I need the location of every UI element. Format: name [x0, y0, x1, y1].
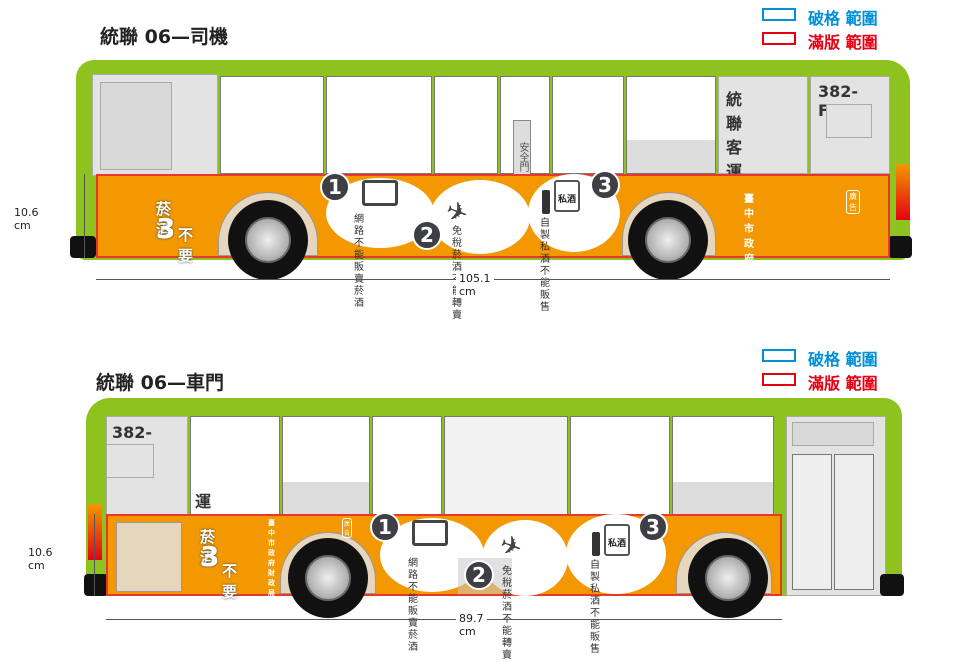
tail-light — [896, 164, 910, 220]
slogan-number: 3 — [200, 540, 220, 573]
window — [326, 76, 432, 174]
window — [552, 76, 624, 174]
item-number: 2 — [412, 220, 442, 250]
bumper — [70, 236, 96, 258]
item-number: 1 — [370, 512, 400, 542]
safe-area-label: 破格 範圍 — [808, 9, 878, 28]
bottle-icon — [592, 532, 600, 556]
bleed-area-swatch — [762, 32, 796, 45]
bottle-icon — [542, 190, 550, 214]
width-dimension: 105.1 cm — [456, 272, 494, 298]
window-lower — [673, 482, 773, 514]
tail-light — [88, 504, 102, 560]
item-number: 2 — [464, 560, 494, 590]
slogan-bottom: 不要 — [222, 562, 238, 601]
operator-panel — [718, 76, 808, 174]
monitor-icon — [362, 180, 398, 206]
item-caption: 自製私酒不能販售 — [540, 218, 550, 313]
front-window — [792, 422, 874, 446]
item-caption: 自製私酒不能販售 — [590, 560, 600, 655]
jug-icon: 私酒 — [604, 524, 630, 556]
ad-tag: 廣告 — [342, 518, 353, 538]
height-dimension: 10.6 cm — [14, 206, 39, 232]
bumper — [84, 574, 108, 596]
item-caption: 免稅菸酒不能轉賣 — [502, 566, 512, 661]
sign-box — [826, 104, 872, 138]
front-window — [100, 82, 172, 170]
slogan-number: 3 — [156, 212, 176, 245]
sponsor-logo: 臺中市政府財政局 — [744, 194, 754, 310]
bumper — [888, 236, 912, 258]
width-dimension-line — [106, 619, 782, 620]
sponsor-logo: 臺中市政府財政局 — [268, 519, 275, 597]
wheel — [688, 538, 768, 618]
slogan-top: 菸酒 — [156, 200, 172, 239]
height-dimension-line — [84, 174, 85, 258]
bleed-area-swatch — [762, 373, 796, 386]
bus-title: 統聯 06—車門 — [96, 372, 225, 394]
ad-tag: 廣告 — [846, 190, 860, 214]
sign-box — [106, 444, 154, 478]
jug-icon: 私酒 — [554, 180, 580, 212]
slogan-top: 菸酒 — [200, 528, 216, 567]
door-leaf — [792, 454, 832, 590]
item-number: 3 — [638, 512, 668, 542]
window — [434, 76, 498, 174]
height-dimension-line — [94, 514, 95, 596]
ad-bubble — [430, 180, 530, 254]
safe-area-swatch — [762, 349, 796, 362]
wheel — [288, 538, 368, 618]
window — [220, 76, 324, 174]
wheel — [628, 200, 708, 280]
window — [570, 416, 670, 516]
width-dimension: 89.7 cm — [456, 612, 487, 638]
item-number: 3 — [590, 170, 620, 200]
wheel — [228, 200, 308, 280]
door-leaf — [834, 454, 874, 590]
emergency-door-label: 安全門 — [513, 120, 531, 190]
bus-title: 統聯 06—司機 — [100, 26, 229, 48]
bleed-area-label: 滿版 範圍 — [808, 33, 878, 52]
bleed-area-label: 滿版 範圍 — [808, 374, 878, 393]
operator-name: 統聯客運 — [726, 90, 743, 181]
window-lower — [627, 140, 715, 173]
window-lower — [283, 482, 369, 514]
monitor-icon — [412, 520, 448, 546]
body-panel — [116, 522, 182, 592]
item-number: 1 — [320, 172, 350, 202]
height-dimension: 10.6 cm — [28, 546, 53, 572]
safe-area-label: 破格 範圍 — [808, 350, 878, 369]
safe-area-swatch — [762, 8, 796, 21]
slogan-bottom: 不要 — [178, 226, 194, 265]
bumper — [880, 574, 904, 596]
window — [372, 416, 442, 516]
middle-door — [444, 416, 568, 516]
